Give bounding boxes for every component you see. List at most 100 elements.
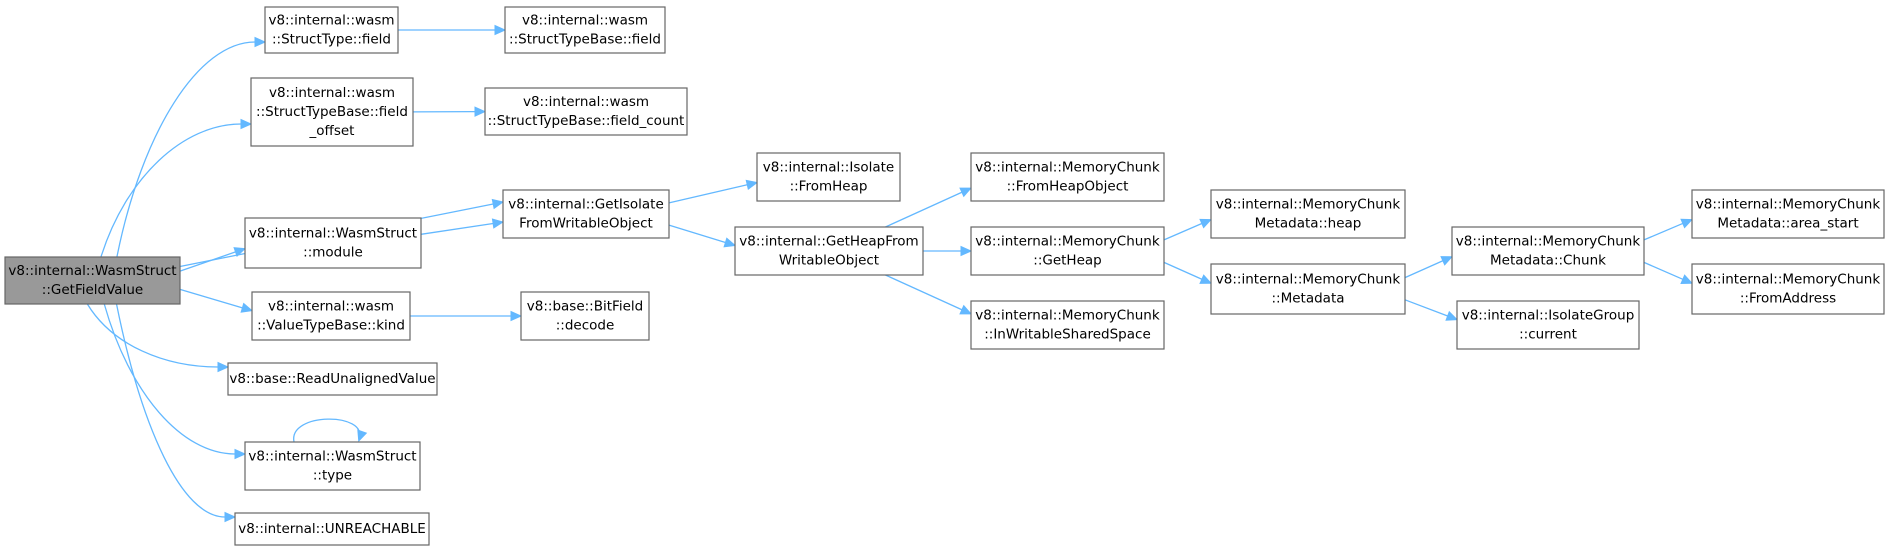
edge-line	[1643, 222, 1684, 241]
arrowhead-icon	[357, 429, 368, 443]
edge-root-to-n_unreachable	[115, 303, 237, 523]
edge-n_getheapfrom-to-n_mc_fromheapobject	[885, 187, 973, 228]
function-node[interactable]: v8::internal::MemoryChunk::InWritableSha…	[970, 300, 1165, 350]
function-node[interactable]: v8::internal::wasm::StructTypeBase::fiel…	[504, 6, 666, 54]
edge-line	[116, 41, 256, 258]
edge-line	[115, 303, 226, 518]
node-box	[1210, 189, 1406, 239]
node-box	[1456, 300, 1640, 350]
node-label-line: ::StructTypeBase::field_count	[488, 113, 685, 129]
node-box	[970, 152, 1165, 202]
function-node[interactable]: v8::internal::wasm::StructTypeBase::fiel…	[250, 77, 414, 147]
edge-line	[293, 418, 361, 443]
node-label-line: v8::internal::MemoryChunk	[1216, 272, 1401, 288]
function-node[interactable]: v8::base::ReadUnalignedValue	[227, 362, 438, 396]
arrowhead-icon	[1445, 310, 1459, 321]
edge-root-to-n_wasmstruct_type	[103, 303, 247, 460]
arrowhead-icon	[240, 302, 254, 313]
function-node[interactable]: v8::internal::MemoryChunk::Metadata	[1210, 263, 1406, 315]
node-label-line: ::GetFieldValue	[42, 282, 143, 298]
node-label-line: v8::internal::MemoryChunk	[1696, 197, 1881, 213]
node-box	[244, 441, 421, 491]
function-node[interactable]: v8::internal::wasm::StructTypeBase::fiel…	[484, 87, 688, 136]
node-box	[4, 256, 181, 305]
arrowhead-icon	[1680, 218, 1694, 229]
root-function-node[interactable]: v8::internal::WasmStruct::GetFieldValue	[4, 256, 181, 305]
function-node[interactable]: v8::internal::MemoryChunkMetadata::area_…	[1691, 189, 1885, 239]
function-node[interactable]: v8::internal::MemoryChunk::FromHeapObjec…	[970, 152, 1165, 202]
function-node[interactable]: v8::internal::IsolateGroup::current	[1456, 300, 1640, 350]
node-box	[227, 362, 438, 396]
edge-line	[100, 123, 242, 258]
function-node[interactable]: v8::internal::wasm::StructType::field	[264, 6, 399, 54]
node-box	[250, 77, 414, 147]
edge-n_getisolate-to-n_isolate_fromheap	[668, 179, 759, 204]
arrowhead-icon	[491, 218, 505, 229]
node-label-line: v8::internal::Isolate	[763, 160, 894, 176]
function-node[interactable]: v8::internal::UNREACHABLE	[234, 512, 430, 546]
edge-root-to-n_readunaligned	[86, 303, 230, 373]
function-node[interactable]: v8::base::BitField::decode	[520, 291, 650, 341]
node-label-line: v8::internal::MemoryChunk	[1216, 197, 1401, 213]
node-label-line: Metadata::area_start	[1717, 216, 1858, 232]
function-node[interactable]: v8::internal::wasm::ValueTypeBase::kind	[251, 291, 411, 341]
node-label-line: ::FromHeap	[790, 179, 868, 195]
arrowhead-icon	[234, 448, 247, 460]
node-label-line: v8::internal::MemoryChunk	[975, 308, 1160, 324]
node-label-line: ::GetHeap	[1033, 253, 1101, 269]
edge-n_valuetype_kind-to-n_bitfield_decode	[410, 310, 523, 322]
node-label-line: v8::internal::UNREACHABLE	[238, 521, 426, 537]
node-label-line: ::StructTypeBase::field	[256, 104, 408, 120]
node-box	[520, 291, 650, 341]
node-label-line: v8::internal::wasm	[523, 94, 649, 110]
node-box	[1691, 263, 1885, 315]
edge-root-to-n_wasmstruct_module	[179, 247, 247, 272]
edge-line	[1163, 261, 1203, 280]
function-node[interactable]: v8::internal::Isolate::FromHeap	[756, 152, 901, 202]
node-box	[264, 6, 399, 54]
node-label-line: v8::base::BitField	[527, 299, 643, 315]
edge-n_getheapfrom-to-n_mc_getheap	[923, 245, 973, 257]
node-label-line: ::InWritableSharedSpace	[984, 327, 1151, 343]
function-node[interactable]: v8::internal::MemoryChunk::FromAddress	[1691, 263, 1885, 315]
node-box	[484, 87, 688, 136]
arrowhead-icon	[240, 118, 253, 130]
node-box	[1691, 189, 1885, 239]
edge-line	[179, 251, 236, 272]
node-label-line: v8::internal::IsolateGroup	[1462, 308, 1635, 324]
node-label-line: v8::internal::MemoryChunk	[1456, 234, 1641, 250]
node-label-line: ::StructType::field	[272, 32, 391, 48]
arrowhead-icon	[723, 237, 737, 248]
node-label-line: ::type	[313, 468, 352, 484]
edge-line	[179, 288, 243, 309]
edge-n_getheapfrom-to-n_mc_inwritable	[885, 274, 973, 315]
arrowhead-icon	[959, 304, 973, 315]
node-label-line: v8::internal::wasm	[269, 85, 395, 101]
node-label-line: v8::base::ReadUnalignedValue	[229, 371, 435, 387]
arrowhead-icon	[233, 247, 247, 258]
edge-line	[1404, 299, 1448, 317]
node-label-line: v8::internal::WasmStruct	[248, 449, 416, 465]
function-node[interactable]: v8::internal::MemoryChunk::GetHeap	[970, 226, 1165, 276]
function-node[interactable]: v8::internal::GetIsolateFromWritableObje…	[502, 189, 670, 239]
node-label-line: v8::internal::wasm	[268, 299, 394, 315]
function-node[interactable]: v8::internal::WasmStruct::module	[244, 217, 422, 269]
arrowhead-icon	[474, 106, 487, 117]
edge-line	[1643, 261, 1684, 280]
edge-n_wasmstruct_type-to-n_wasmstruct_type	[293, 418, 368, 443]
node-label-line: ::ValueTypeBase::kind	[257, 318, 405, 334]
edge-root-to-n_field_offset	[100, 118, 253, 258]
arrowhead-icon	[745, 179, 759, 191]
edge-line	[668, 184, 748, 204]
edge-n_mc_metadata-to-n_isolategroup	[1404, 299, 1459, 321]
function-node[interactable]: v8::internal::WasmStruct::type	[244, 441, 421, 491]
node-box	[734, 226, 924, 276]
edge-line	[668, 224, 726, 244]
node-label-line: v8::internal::MemoryChunk	[1696, 272, 1881, 288]
edge-root-to-n_valuetype_kind	[179, 288, 254, 313]
node-box	[244, 217, 422, 269]
edge-n_mc_getheap-to-n_mc_metadata	[1163, 261, 1213, 284]
